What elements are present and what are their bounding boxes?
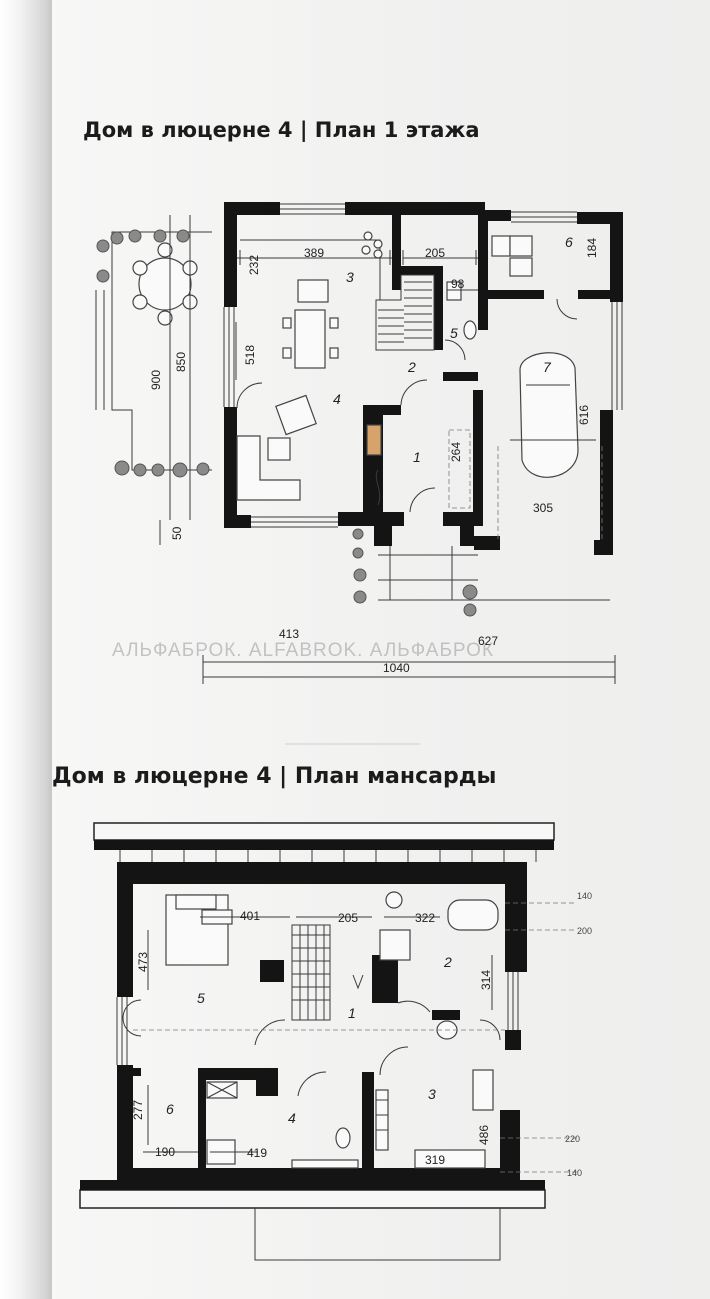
attic-dim-401: 401 bbox=[240, 909, 260, 923]
attic-dim-140-top: 140 bbox=[577, 891, 592, 901]
ground-floor-doors bbox=[236, 298, 578, 513]
attic-dim-419: 419 bbox=[247, 1146, 267, 1160]
ground-floor-dimension-lines bbox=[159, 215, 616, 684]
watermark: АЛЬФАБРОК. ALFABROK. АЛЬФАБРОК bbox=[112, 640, 494, 661]
attic-dim-200: 200 bbox=[577, 926, 592, 936]
dim-264: 264 bbox=[449, 442, 463, 462]
entrance-steps bbox=[352, 528, 610, 617]
book-spine-shadow bbox=[0, 0, 52, 1299]
room-5-label: 5 bbox=[450, 325, 458, 341]
attic-dim-322: 322 bbox=[415, 911, 435, 925]
wc-and-boiler bbox=[446, 235, 533, 340]
terrace bbox=[95, 229, 212, 478]
attic-plan: 401 205 322 473 314 277 190 419 319 486 … bbox=[79, 822, 592, 1261]
attic-stair bbox=[291, 924, 364, 1021]
attic-room-4-label: 4 bbox=[288, 1110, 296, 1126]
ground-floor-plan: 389 205 232 98 184 900 850 518 616 264 3… bbox=[95, 202, 623, 684]
attic-room-2-label: 2 bbox=[443, 954, 452, 970]
attic-dim-319: 319 bbox=[425, 1153, 445, 1167]
room-4-label: 4 bbox=[333, 391, 341, 407]
attic-dim-277: 277 bbox=[131, 1100, 145, 1120]
attic-room-1-label: 1 bbox=[348, 1005, 356, 1021]
attic-dim-314: 314 bbox=[479, 970, 493, 990]
dim-98: 98 bbox=[451, 277, 465, 291]
attic-room-3-label: 3 bbox=[428, 1086, 436, 1102]
living-room bbox=[236, 394, 382, 506]
dim-184: 184 bbox=[585, 238, 599, 258]
kitchen bbox=[240, 231, 383, 369]
attic-room-5-label: 5 bbox=[197, 990, 205, 1006]
attic-dim-190: 190 bbox=[155, 1145, 175, 1159]
dim-627: 627 bbox=[478, 634, 498, 648]
attic-dim-220: 220 bbox=[565, 1134, 580, 1144]
attic-dim-205: 205 bbox=[338, 911, 358, 925]
dim-1040: 1040 bbox=[383, 661, 410, 675]
dim-850: 850 bbox=[174, 352, 188, 372]
ground-floor-title: Дом в люцерне 4 | План 1 этажа bbox=[83, 118, 480, 142]
dim-305: 305 bbox=[533, 501, 553, 515]
attic-dim-140-bottom: 140 bbox=[567, 1168, 582, 1178]
ground-floor-walls bbox=[224, 202, 623, 555]
attic-dim-473: 473 bbox=[136, 952, 150, 972]
room-6-label: 6 bbox=[565, 234, 573, 250]
ground-floor-windows bbox=[223, 203, 623, 528]
dim-205: 205 bbox=[425, 246, 445, 260]
room-1-label: 1 bbox=[413, 449, 421, 465]
room-7-label: 7 bbox=[543, 359, 552, 375]
room-2-label: 2 bbox=[407, 359, 416, 375]
attic-dim-486: 486 bbox=[477, 1125, 491, 1145]
dim-616: 616 bbox=[577, 405, 591, 425]
attic-title: Дом в люцерне 4 | План мансарды bbox=[52, 764, 497, 789]
attic-roof-eaves bbox=[79, 822, 555, 1261]
room-3-label: 3 bbox=[346, 269, 354, 285]
dim-232: 232 bbox=[247, 255, 261, 275]
dim-900: 900 bbox=[149, 370, 163, 390]
attic-room-6-label: 6 bbox=[166, 1101, 174, 1117]
dim-50: 50 bbox=[170, 526, 184, 540]
attic-roofline-guides bbox=[133, 902, 580, 1173]
attic-doors-windows bbox=[116, 972, 519, 1097]
dim-413: 413 bbox=[279, 627, 299, 641]
dim-518: 518 bbox=[243, 345, 257, 365]
dim-389: 389 bbox=[304, 246, 324, 260]
ground-floor-stair bbox=[375, 274, 435, 351]
attic-walls bbox=[117, 862, 527, 1185]
